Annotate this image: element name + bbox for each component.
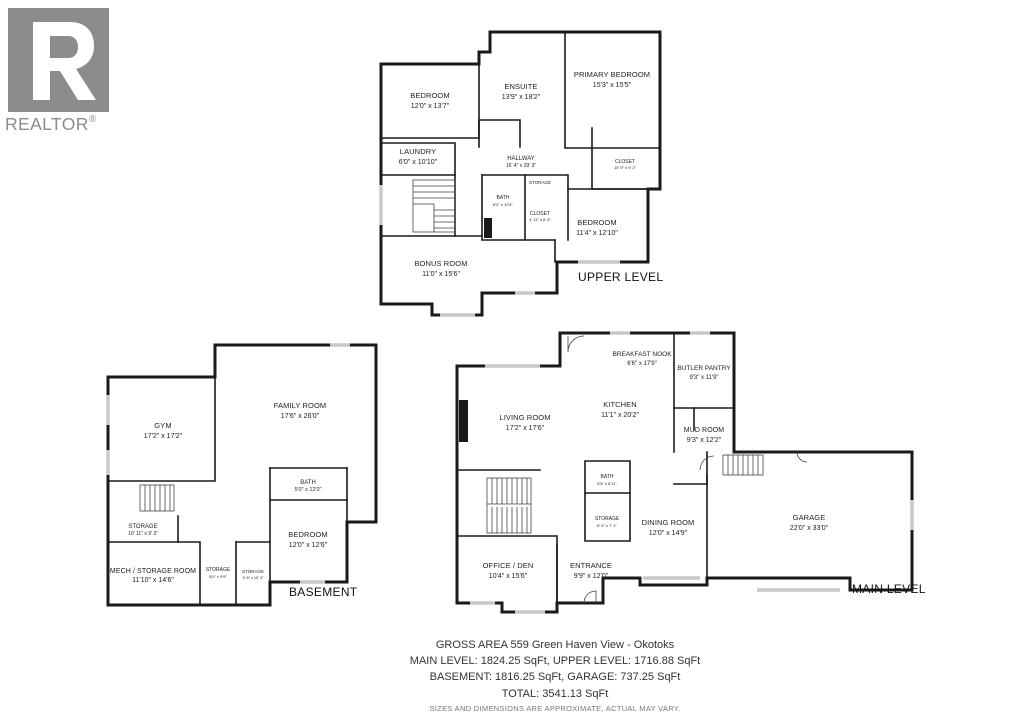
basement-bath-name: BATH (300, 480, 316, 486)
gym-dim: 17'2" x 17'2" (144, 433, 183, 440)
living-room-name: LIVING ROOM (499, 413, 550, 422)
upper-bedroom-se-dim: 11'4" x 12'10" (576, 230, 618, 237)
ensuite-dim: 13'9" x 18'2" (502, 94, 541, 101)
gross-area-title: GROSS AREA 559 Green Haven View - Okotok… (435, 639, 675, 651)
family-room-name: FAMILY ROOM (274, 401, 327, 410)
basement-bath-dim: 5'0" x 12'0" (294, 487, 321, 493)
hallway-name: HALLWAY (507, 156, 535, 162)
kitchen-dim: 11'1" x 20'2" (601, 412, 639, 419)
total-area: TOTAL: 3541.13 SqFt (501, 688, 609, 700)
entrance-name: ENTRANCE (570, 561, 612, 570)
hallway-dim: 16' 4" x 29' 3" (506, 163, 536, 169)
basement-bedroom-name: BEDROOM (288, 530, 327, 539)
disclaimer: SIZES AND DIMENSIONS ARE APPROXIMATE, AC… (429, 704, 681, 713)
main-interior-walls (456, 332, 735, 604)
breakfast-nook-dim: 6'6" x 17'9" (627, 361, 657, 367)
primary-bedroom-dim: 15'3" x 15'5" (593, 82, 632, 89)
main-upper-area: MAIN LEVEL: 1824.25 SqFt, UPPER LEVEL: 1… (409, 655, 701, 667)
upper-bedroom-nw-dim: 12'0" x 13'7" (411, 103, 450, 110)
upper-storage-name: STORAGE (529, 180, 551, 185)
kitchen-name: KITCHEN (603, 400, 637, 409)
living-room-dim: 17'2" x 17'6" (506, 425, 545, 432)
family-room-dim: 17'6" x 26'0" (281, 413, 320, 420)
basement-plan: BASEMENT FAMILY ROOM 17'6" x 26'0" GYM 1… (106, 343, 378, 607)
basement-storage-e-dim: 5' 6" x 10' 3" (243, 576, 264, 580)
ensuite-name: ENSUITE (504, 82, 537, 91)
realtor-logo-text: REALTOR® (5, 114, 97, 134)
laundry-name: LAUNDRY (400, 147, 436, 156)
mud-room-dim: 9'3" x 12'2" (687, 437, 722, 444)
breakfast-nook-name: BREAKFAST NOOK (612, 351, 672, 358)
bonus-room-dim: 11'0" x 15'6" (422, 271, 460, 278)
butler-pantry-dim: 9'3" x 11'9" (689, 375, 718, 381)
upper-bedroom-nw-name: BEDROOM (410, 91, 449, 100)
basement-storage-mid-name: STORAGE (206, 567, 231, 573)
dining-room-name: DINING ROOM (642, 518, 695, 527)
upper-stairs (412, 179, 456, 233)
basement-stairs (139, 484, 175, 512)
upper-level-label: UPPER LEVEL (578, 270, 663, 284)
closet-primary-name: CLOSET (615, 159, 635, 165)
closet-small-dim: 4' 11" x 6' 3" (529, 217, 551, 222)
basement-storage-mid-dim: 6'0" x 9'9" (209, 574, 227, 579)
closet-primary-dim: 10' 9" x 9' 2" (614, 165, 637, 170)
upper-bath-dim: 6'2" x 10'4" (493, 202, 513, 207)
basement-storage-e-name: STORAGE (242, 569, 264, 574)
dining-room-dim: 12'0" x 14'9" (649, 530, 688, 537)
realtor-logo-mark (8, 8, 109, 112)
mech-room-dim: 11'10" x 14'6" (132, 577, 174, 584)
main-storage-dim: 6' 9" x 7' 1" (597, 523, 617, 528)
office-name: OFFICE / DEN (483, 561, 534, 570)
main-outer-wall (455, 331, 914, 614)
bonus-room-name: BONUS ROOM (414, 259, 467, 268)
fireplace (459, 400, 468, 442)
upper-interior-walls (380, 31, 661, 263)
basement-storage-w-dim: 10' 11" x 9' 3" (128, 531, 158, 537)
main-level-plan: MAIN LEVEL BREAKFAST NOOK 6'6" x 17'9" B… (455, 331, 926, 614)
main-door-swings (567, 335, 808, 604)
main-stairs (486, 454, 764, 534)
gym-name: GYM (154, 421, 171, 430)
basement-garage-area: BASEMENT: 1816.25 SqFt, GARAGE: 737.25 S… (429, 671, 681, 683)
main-level-label: MAIN LEVEL (852, 582, 926, 596)
main-storage-name: STORAGE (595, 516, 620, 522)
main-bath-dim: 5'5" x 6'11" (597, 481, 617, 486)
office-dim: 10'4" x 15'6" (489, 573, 528, 580)
garage-dim: 22'0" x 33'0" (790, 525, 829, 532)
main-bath-name: BATH (601, 474, 614, 480)
basement-bedroom-dim: 12'0" x 12'6" (289, 542, 328, 549)
upper-level-plan: UPPER LEVEL BEDROOM 12'0" x 13'7" ENSUIT… (379, 30, 663, 317)
basement-outer-wall (106, 343, 378, 607)
upper-bath-name: BATH (497, 195, 510, 201)
laundry-dim: 6'0" x 10'10" (399, 159, 438, 166)
garage-name: GARAGE (793, 513, 826, 522)
entrance-dim: 9'9" x 12'0" (574, 573, 609, 580)
basement-interior-walls (107, 376, 348, 606)
basement-storage-w-name: STORAGE (128, 524, 157, 530)
butler-pantry-name: BUTLER PANTRY (677, 365, 731, 372)
primary-bedroom-name: PRIMARY BEDROOM (574, 70, 650, 79)
mech-room-name: MECH / STORAGE ROOM (110, 568, 196, 575)
mud-room-name: MUD ROOM (684, 427, 725, 434)
upper-bedroom-se-name: BEDROOM (577, 218, 616, 227)
basement-level-label: BASEMENT (289, 585, 358, 599)
realtor-r-icon (33, 22, 96, 100)
closet-small-name: CLOSET (530, 211, 550, 217)
upper-toilet-fixture (484, 218, 492, 238)
